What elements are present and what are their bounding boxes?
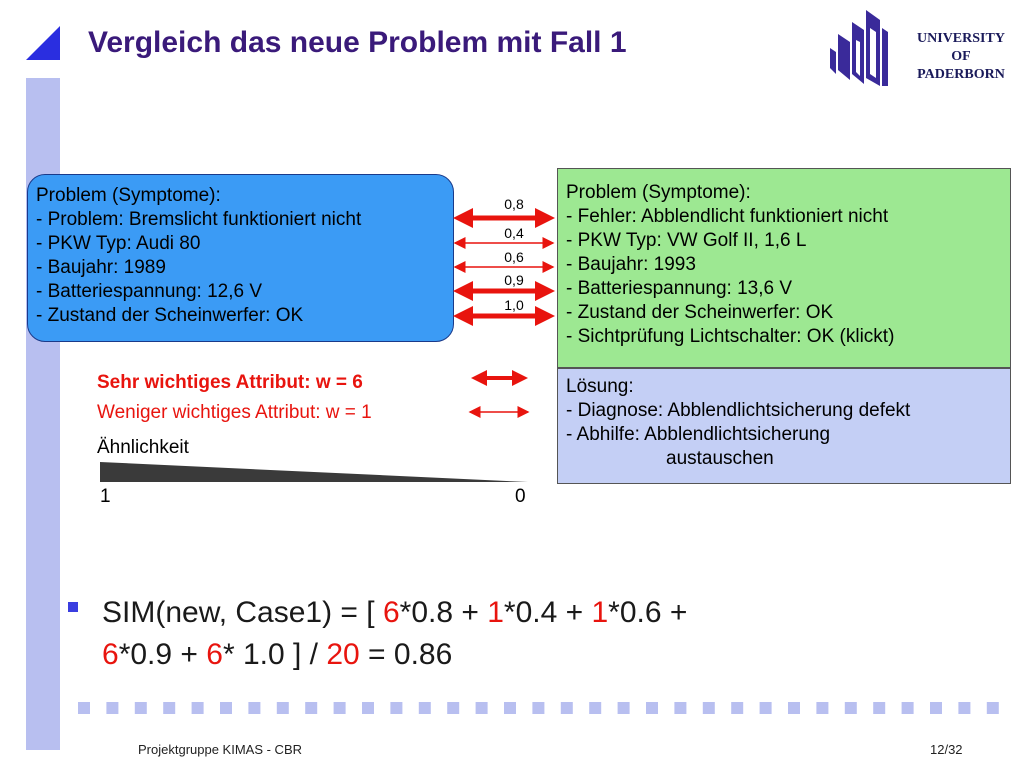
separator-square — [134, 702, 147, 714]
logo-line-1: UNIVERSITY — [917, 31, 1005, 46]
formula-weight: 6 — [382, 596, 400, 629]
separator-square — [731, 702, 744, 714]
separator-square — [617, 702, 630, 714]
case1-problem-line: Problem (Symptome): — [566, 182, 751, 203]
separator-square — [674, 702, 687, 714]
separator-square — [305, 702, 318, 714]
separator-square — [589, 702, 602, 714]
formula-weight: 1 — [591, 596, 609, 629]
legend-important: Sehr wichtiges Attribut: w = 6 — [97, 372, 363, 393]
separator-square — [958, 702, 971, 714]
new-problem-line: - PKW Typ: Audi 80 — [36, 233, 201, 254]
formula-text: *0.9 + — [118, 638, 207, 671]
separator-square — [362, 702, 374, 714]
separator-square — [191, 702, 204, 714]
new-problem-line: - Batteriespannung: 12,6 V — [36, 281, 263, 302]
separator-square — [873, 702, 886, 714]
formula-text: *0.4 + — [503, 596, 592, 629]
page-title: Vergleich das neue Problem mit Fall 1 — [88, 26, 627, 59]
solution-line: austauschen — [666, 448, 774, 469]
separator-square — [532, 702, 545, 714]
new-problem-box: Problem (Symptome): - Problem: Bremslich… — [27, 174, 454, 342]
legend-less-important: Weniger wichtiges Attribut: w = 1 — [97, 402, 372, 423]
case1-problem-line: - Fehler: Abblendlicht funktioniert nich… — [566, 206, 889, 227]
new-problem-line: - Zustand der Scheinwerfer: OK — [36, 305, 304, 326]
similarity-value: 0,4 — [504, 225, 524, 241]
logo-line-2: OF — [951, 49, 971, 64]
similarity-formula: SIM(new, Case1) = [ 6*0.8 + 1*0.4 + 1*0.… — [102, 592, 962, 676]
separator-square — [844, 702, 857, 714]
separator-square — [248, 702, 261, 714]
formula-weight: 6 — [102, 638, 119, 671]
solution-line: Lösung: — [566, 376, 634, 397]
separator-square — [504, 702, 516, 714]
case1-solution-box: Lösung: - Diagnose: Abblendlichtsicherun… — [557, 368, 1011, 484]
case1-problem-line: - Baujahr: 1993 — [566, 254, 696, 275]
bullet-icon — [68, 602, 78, 612]
scale-min: 0 — [515, 486, 526, 507]
similarity-value: 1,0 — [504, 297, 524, 313]
separator-square — [418, 702, 431, 714]
separator-square — [930, 702, 942, 714]
separator-square — [333, 702, 346, 714]
new-problem-line: - Problem: Bremslicht funktioniert nicht — [36, 209, 362, 230]
separator-square — [276, 702, 289, 714]
separator-square — [475, 702, 488, 714]
similarity-value: 0,8 — [504, 196, 524, 212]
separator-dots — [78, 702, 999, 714]
separator-square — [163, 702, 176, 714]
separator-square — [788, 702, 800, 714]
university-logo — [830, 10, 888, 86]
similarity-value: 0,6 — [504, 249, 524, 265]
footer-project: Projektgruppe KIMAS - CBR — [138, 742, 303, 757]
new-problem-line: - Baujahr: 1989 — [36, 257, 166, 278]
case1-problem-box: Problem (Symptome): - Fehler: Abblendlic… — [557, 168, 1011, 368]
separator-square — [447, 702, 460, 714]
solution-line: - Diagnose: Abblendlichtsicherung defekt — [566, 400, 911, 421]
new-problem-line: Problem (Symptome): — [36, 185, 221, 206]
scale-max: 1 — [100, 486, 111, 507]
solution-line: - Abhilfe: Abblendlichtsicherung — [566, 424, 831, 445]
formula-text: = 0.86 — [359, 638, 453, 671]
footer-page-number: 12/32 — [930, 742, 963, 757]
separator-square — [220, 702, 232, 714]
university-name: UNIVERSITY OF PADERBORN — [900, 30, 1022, 84]
separator-square — [78, 702, 90, 714]
formula-weight: 6 — [206, 638, 223, 671]
case1-problem-line: - PKW Typ: VW Golf II, 1,6 L — [566, 230, 807, 251]
similarity-scale-label: Ähnlichkeit — [97, 437, 189, 458]
case1-problem-line: - Sichtprüfung Lichtschalter: OK (klickt… — [566, 326, 895, 347]
case1-problem-line: - Zustand der Scheinwerfer: OK — [566, 302, 834, 323]
separator-square — [986, 702, 999, 714]
separator-square — [560, 702, 573, 714]
case1-problem-line: - Batteriespannung: 13,6 V — [566, 278, 793, 299]
separator-square — [816, 702, 829, 714]
corner-triangle-icon — [26, 26, 60, 60]
formula-weight: 1 — [487, 596, 504, 629]
separator-square — [901, 702, 914, 714]
logo-line-3: PADERBORN — [917, 67, 1005, 82]
formula-text: * 1.0 ] / — [222, 638, 327, 671]
similarity-wedge — [100, 462, 528, 482]
separator-square — [702, 702, 715, 714]
formula-total: 20 — [326, 638, 360, 671]
similarity-value: 0,9 — [504, 272, 524, 288]
separator-square — [390, 702, 403, 714]
formula-text: SIM(new, Case1) = [ — [102, 596, 383, 629]
formula-text: *0.8 + — [399, 596, 488, 629]
separator-square — [759, 702, 772, 714]
separator-square — [646, 702, 658, 714]
separator-square — [106, 702, 119, 714]
formula-text: *0.6 + — [608, 596, 688, 629]
